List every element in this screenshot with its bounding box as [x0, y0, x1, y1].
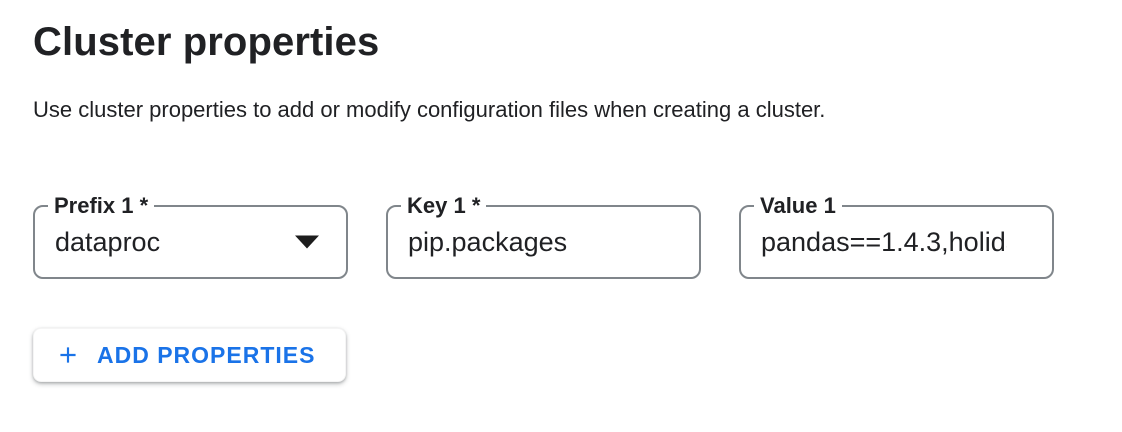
page-title: Cluster properties	[33, 20, 380, 64]
property-row: Prefix 1 * dataproc Key 1 * pip.packages…	[33, 192, 1054, 279]
prefix-selected-value: dataproc	[55, 227, 161, 257]
dropdown-arrow-icon[interactable]	[295, 235, 319, 249]
add-properties-button[interactable]: ADD PROPERTIES	[33, 328, 347, 382]
key-input-value: pip.packages	[408, 227, 568, 257]
value-input-value: pandas==1.4.3,holiday	[761, 227, 1007, 257]
value-field-label: Value 1	[754, 192, 842, 220]
prefix-field-label: Prefix 1 *	[48, 192, 155, 220]
key-field-label: Key 1 *	[401, 192, 487, 220]
value-input-field[interactable]: Value 1 pandas==1.4.3,holiday	[739, 192, 1054, 279]
key-input-field[interactable]: Key 1 * pip.packages	[386, 192, 701, 279]
add-properties-label: ADD PROPERTIES	[97, 341, 316, 368]
plus-icon	[60, 347, 76, 363]
prefix-dropdown[interactable]: Prefix 1 * dataproc	[33, 192, 348, 279]
page-description: Use cluster properties to add or modify …	[33, 97, 826, 122]
